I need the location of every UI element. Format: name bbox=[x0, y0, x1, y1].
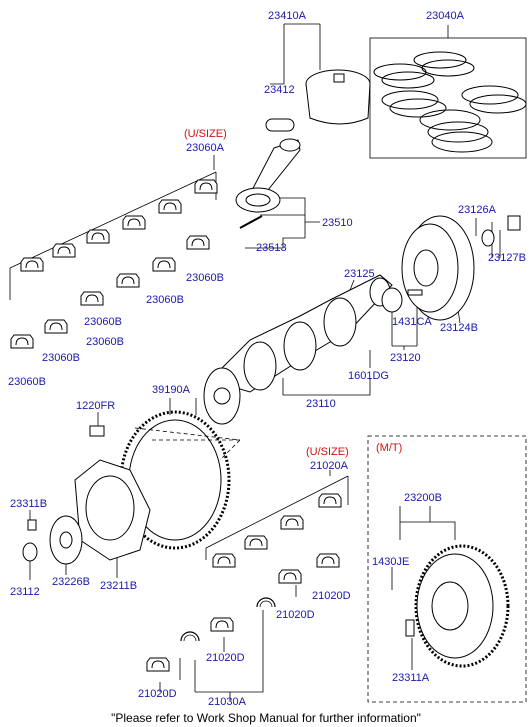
part-23060B-label[interactable]: 23060B bbox=[42, 352, 80, 364]
part-23311B-label[interactable]: 23311B bbox=[10, 498, 48, 510]
part-23211B-label[interactable]: 23211B bbox=[100, 580, 138, 592]
part-23060B-label[interactable]: 23060B bbox=[186, 272, 224, 284]
part-23110-label[interactable]: 23110 bbox=[306, 398, 336, 410]
undersize-note-label: (U/SIZE) bbox=[184, 128, 227, 140]
part-23060B-label[interactable]: 23060B bbox=[86, 336, 124, 348]
part-23200B-label[interactable]: 23200B bbox=[404, 492, 442, 504]
part-23060B-label[interactable]: 23060B bbox=[8, 376, 46, 388]
part-23060A-label[interactable]: 23060A bbox=[186, 142, 224, 154]
part-23060B-label[interactable]: 23060B bbox=[84, 316, 122, 328]
part-1601DG-label[interactable]: 1601DG bbox=[348, 370, 389, 382]
part-21020A-label[interactable]: 21020A bbox=[310, 460, 348, 472]
part-23412-label[interactable]: 23412 bbox=[264, 84, 295, 96]
part-23040A-label[interactable]: 23040A bbox=[426, 10, 464, 22]
part-1430JE-label[interactable]: 1430JE bbox=[372, 556, 410, 568]
part-21030A-label[interactable]: 21030A bbox=[208, 696, 246, 708]
part-23510-label[interactable]: 23510 bbox=[322, 217, 353, 229]
part-21020D-label[interactable]: 21020D bbox=[276, 609, 315, 621]
part-23410A-label[interactable]: 23410A bbox=[268, 10, 306, 22]
part-23126A-label[interactable]: 23126A bbox=[458, 204, 496, 216]
part-39190A-label[interactable]: 39190A bbox=[152, 384, 190, 396]
part-23311A-label[interactable]: 23311A bbox=[392, 672, 430, 684]
part-23226B-label[interactable]: 23226B bbox=[52, 576, 90, 588]
part-21020D-label[interactable]: 21020D bbox=[138, 688, 177, 700]
part-23060B-label[interactable]: 23060B bbox=[146, 294, 184, 306]
part-23125-label[interactable]: 23125 bbox=[344, 268, 375, 280]
part-1431CA-label[interactable]: 1431CA bbox=[392, 316, 432, 328]
manual-transmission-label: (M/T) bbox=[376, 442, 403, 454]
part-23112-label[interactable]: 23112 bbox=[10, 586, 40, 598]
part-23124B-label[interactable]: 23124B bbox=[440, 322, 478, 334]
part-21020D-label[interactable]: 21020D bbox=[206, 652, 245, 664]
undersize-note-label: (U/SIZE) bbox=[306, 446, 349, 458]
part-21020D-label[interactable]: 21020D bbox=[312, 590, 351, 602]
part-23127B-label[interactable]: 23127B bbox=[488, 252, 526, 264]
footer-note: "Please refer to Work Shop Manual for fu… bbox=[111, 711, 421, 725]
part-23513-label[interactable]: 23513 bbox=[256, 242, 287, 254]
part-23120-label[interactable]: 23120 bbox=[390, 352, 421, 364]
part-1220FR-label[interactable]: 1220FR bbox=[76, 400, 116, 412]
